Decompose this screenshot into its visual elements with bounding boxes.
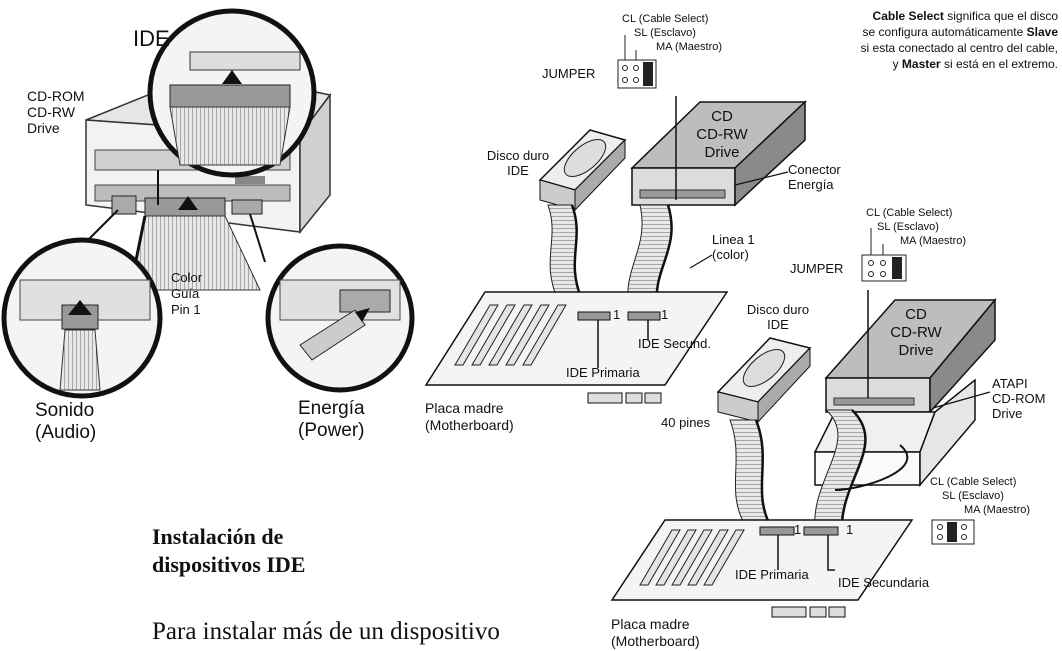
pin1-label-d: 1 [846,522,854,537]
ma-label-2: MA (Maestro) [900,235,967,247]
left-photo-panel [1,8,415,399]
pin1-label-a: 1 [613,307,621,322]
assembly-1 [424,35,807,404]
power-zoom-circle [265,243,415,393]
jumper-block-3 [931,519,975,545]
jumper-label-2: JUMPER [790,261,844,276]
conector-label: Conector Energía [788,162,841,192]
sl-label-1: SL (Esclavo) [634,27,696,39]
note-text-5: si está en el extremo. [940,57,1058,71]
ide-secundaria-label: IDE Secundaria [838,575,930,590]
cl-label-3: CL (Cable Select) [930,476,1017,488]
jumper-block-2 [861,228,907,282]
cd-drive-label-1: CD CD-RW Drive [696,108,748,161]
note-bold-2: Slave [1026,25,1058,39]
placa-label-1: Placa madre (Motherboard) [425,400,514,433]
cable-select-note: Cable Select significa que el disco se c… [770,8,1058,72]
energia-label: Energía (Power) [298,398,365,441]
pines-label: 40 pines [661,415,711,430]
atapi-label: ATAPI CD-ROM Drive [992,376,1046,421]
ide-primaria-label-2: IDE Primaria [735,567,809,582]
note-text-1: significa que el disco [943,9,1058,23]
note-bold-3: Master [901,57,941,71]
jumper-block-1 [617,35,657,89]
pin1-label-b: 1 [661,307,669,322]
note-text-3: si esta conectado al centro del cable, [860,41,1058,55]
hard-disk-1 [538,129,627,212]
cl-label-1: CL (Cable Select) [622,13,709,25]
motherboard-1 [424,291,729,404]
jumper-label-1: JUMPER [542,66,596,81]
hard-disk-2 [716,337,812,424]
body-paragraph: Para instalar más de un dispositivo [152,618,500,645]
cl-label-2: CL (Cable Select) [866,207,953,219]
sonido-label: Sonido (Audio) [35,400,97,443]
sl-label-3: SL (Esclavo) [942,490,1004,502]
ide-secund-label: IDE Secund. [638,336,711,351]
note-text-4: y [892,57,902,71]
note-text-2: se configura automáticamente [862,25,1027,39]
placa-label-2: Placa madre (Motherboard) [611,616,700,649]
ide-zoom-circle [147,8,317,178]
assembly-2 [610,228,997,618]
pin1-label-c: 1 [794,522,802,537]
cdrom-drive-label: CD-ROM CD-RW Drive [27,88,85,136]
power-connector [231,199,263,215]
section-heading: Instalación de dispositivos IDE [152,524,306,577]
linea-label: Linea 1 (color) [712,232,755,262]
note-bold-1: Cable Select [872,9,944,23]
disco-label-2: Disco duro IDE [746,302,810,332]
sl-label-2: SL (Esclavo) [877,221,939,233]
ide-primaria-label-1: IDE Primaria [566,365,640,380]
color-guia-label: Color Guía Pin 1 [171,270,203,317]
audio-connector [111,195,137,215]
audio-leader [87,209,119,241]
ma-label-3: MA (Maestro) [964,504,1031,516]
up-arrow-icon [178,196,198,210]
ma-label-1: MA (Maestro) [656,41,723,53]
power-leader [249,213,266,263]
disco-label-1: Disco duro IDE [486,148,550,178]
cd-drive-label-2: CD CD-RW Drive [890,306,942,359]
ide-title: IDE [133,26,170,51]
motherboard-2 [610,519,914,618]
audio-zoom-circle [1,237,163,399]
